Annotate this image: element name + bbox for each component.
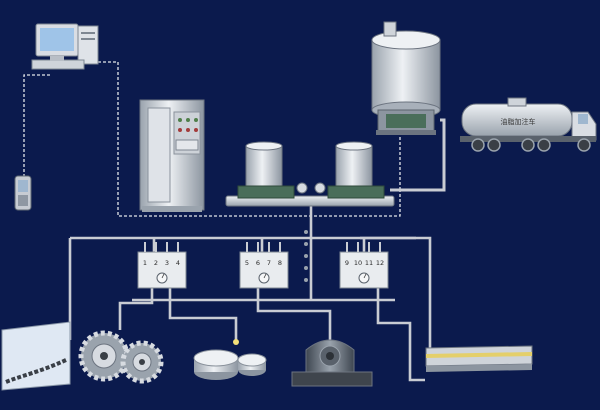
- gauge-needle: [263, 273, 267, 279]
- mobile-phone-icon: [14, 175, 32, 211]
- branch-rail: [376, 288, 425, 382]
- branch-gear: [118, 288, 154, 330]
- pillow-block-icon: [291, 339, 373, 387]
- pipe-junction-dots: [304, 230, 308, 282]
- distributor-port-label: 6: [256, 259, 260, 267]
- computer-icon: [31, 23, 99, 70]
- distributor-port-label: 11: [365, 259, 373, 267]
- gauge-needle: [161, 273, 165, 279]
- tanker-truck-icon: 油脂加注车: [460, 97, 597, 152]
- distributor-port-label: 8: [278, 259, 282, 267]
- distributor-port-label: 5: [245, 259, 249, 267]
- branch-pillow-block: [256, 288, 332, 340]
- tank-feed-pipe: [390, 118, 446, 192]
- pump-station-icon: [225, 141, 395, 207]
- gear-icon: [78, 330, 164, 384]
- storage-tank-icon: [371, 21, 441, 135]
- distributor-port-label: 9: [345, 259, 349, 267]
- signal-line-tank: [396, 129, 401, 190]
- distributor-port-label: 3: [165, 259, 169, 267]
- distributor-port-label: 2: [154, 259, 158, 267]
- gauge-needle: [363, 273, 367, 279]
- distributor-port-label: 12: [376, 259, 384, 267]
- distributor-port-label: 1: [143, 259, 147, 267]
- distributor-port-label: 4: [176, 259, 180, 267]
- distributor-port-label: 7: [267, 259, 271, 267]
- bearing-icon: [193, 339, 267, 380]
- distributor-port-label: 10: [354, 259, 362, 267]
- conveyor-chain-icon: [1, 321, 71, 391]
- signal-line-phone: [23, 74, 50, 176]
- control-cabinet-icon: [139, 99, 205, 212]
- tanker-label: 油脂加注车: [501, 117, 536, 126]
- branch-bearing: [168, 288, 238, 340]
- rail-icon: [425, 345, 533, 372]
